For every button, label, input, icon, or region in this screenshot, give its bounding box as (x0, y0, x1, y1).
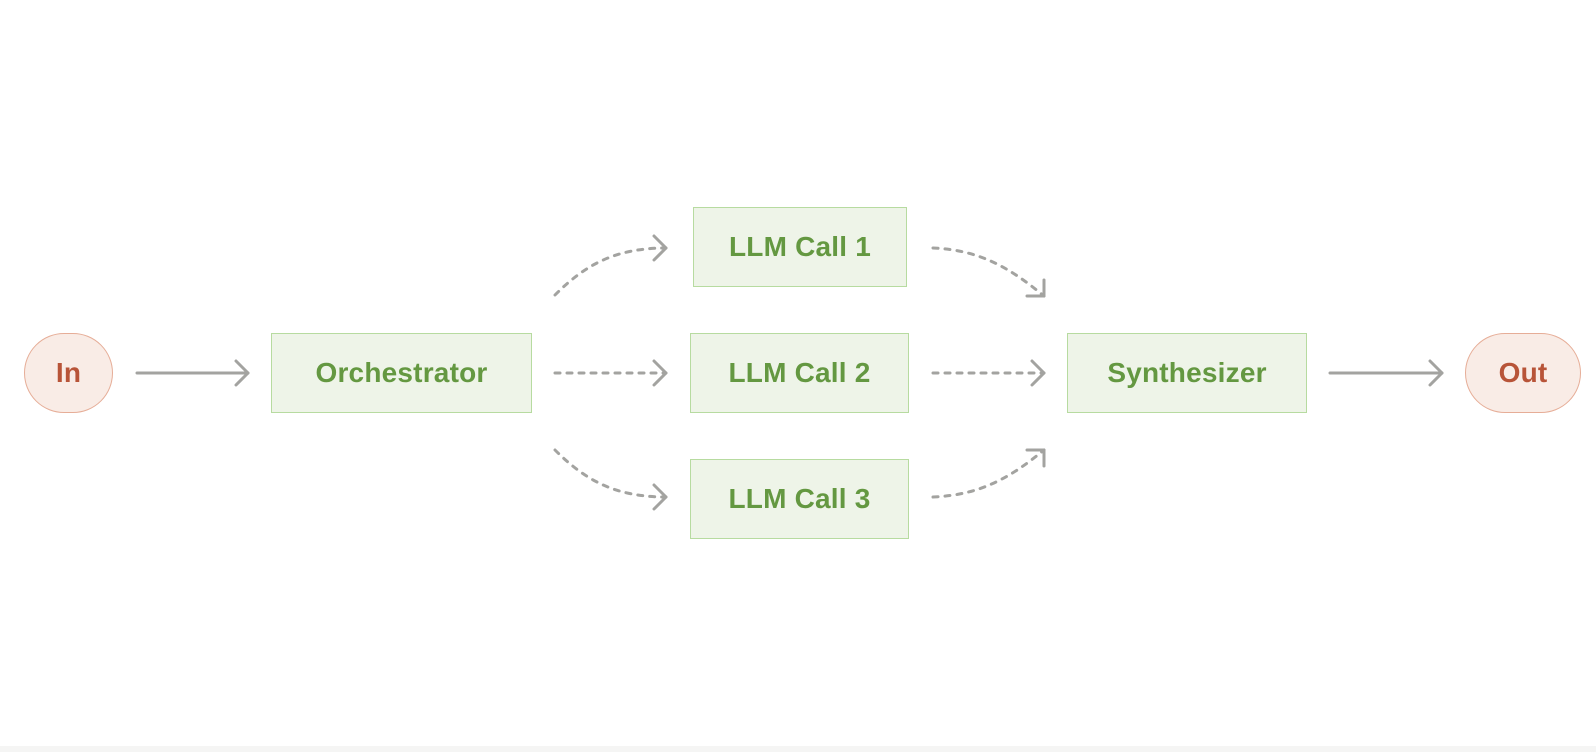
llm-call-3-node: LLM Call 3 (690, 459, 909, 539)
arrow-orchestrator-to-llm-call-3 (553, 448, 668, 511)
arrow-orchestrator-to-llm-call-2 (553, 359, 668, 387)
synthesizer-node-label: Synthesizer (1107, 357, 1267, 388)
input-node-label: In (55, 357, 82, 388)
arrow-synthesizer-to-out (1328, 359, 1444, 387)
output-node: Out (1465, 333, 1581, 413)
llm-call-2-node: LLM Call 2 (690, 333, 909, 413)
arrow-in-to-orchestrator (135, 359, 250, 387)
output-node-label: Out (1498, 357, 1548, 388)
bottom-edge-strip (0, 746, 1596, 752)
llm-call-2-node-label: LLM Call 2 (728, 357, 871, 388)
arrow-llm-call-3-to-synthesizer (931, 448, 1046, 499)
synthesizer-node: Synthesizer (1067, 333, 1307, 413)
llm-call-1-node: LLM Call 1 (693, 207, 907, 287)
llm-call-1-node-label: LLM Call 1 (728, 231, 871, 262)
arrow-orchestrator-to-llm-call-1 (553, 234, 668, 297)
orchestrator-node-label: Orchestrator (315, 357, 488, 388)
input-node: In (24, 333, 113, 413)
arrow-llm-call-2-to-synthesizer (931, 359, 1046, 387)
orchestrator-node: Orchestrator (271, 333, 532, 413)
llm-call-3-node-label: LLM Call 3 (728, 483, 871, 514)
arrow-llm-call-1-to-synthesizer (931, 246, 1046, 298)
